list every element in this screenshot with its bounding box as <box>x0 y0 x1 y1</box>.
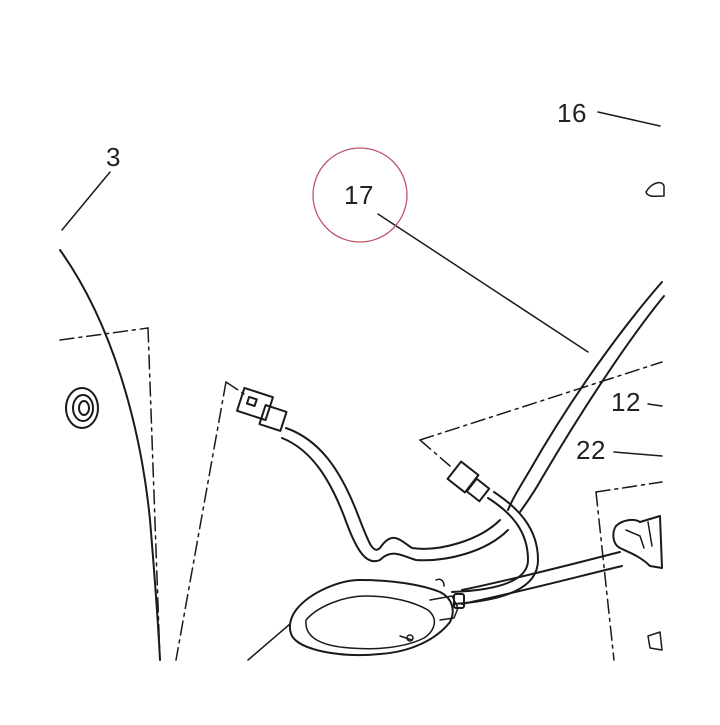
connector-middle <box>446 460 491 503</box>
callout-label-22: 22 <box>576 435 606 465</box>
leader-line-indicator <box>247 623 291 661</box>
fender-panel-outline <box>59 249 161 661</box>
bracket-part-right <box>612 515 663 569</box>
leader-line-12 <box>647 403 663 407</box>
cable-upper-a <box>507 281 663 511</box>
leader-line-16 <box>597 111 661 127</box>
clip-part-bottom-right <box>647 631 663 651</box>
harness-wire-left <box>285 427 501 551</box>
guide-line-left-vertical <box>147 327 161 661</box>
leader-line-17 <box>377 213 589 353</box>
callout-label-3: 3 <box>106 142 121 172</box>
wire-middle-down-a <box>451 497 529 593</box>
callout-label-12: 12 <box>611 387 641 417</box>
part-16-fragment <box>645 181 665 198</box>
callout-label-17: 17 <box>344 180 374 210</box>
turn-indicator <box>288 578 465 657</box>
guide-line-right-box-side <box>595 491 615 661</box>
guide-line-left-horizontal <box>59 327 149 341</box>
cable-upper-b <box>519 295 665 513</box>
guide-line-diagonal <box>419 361 663 441</box>
harness-wire-left-inner <box>281 437 509 563</box>
wire-middle-down-b <box>453 491 539 605</box>
leader-line-3 <box>61 171 111 231</box>
guide-line-diagonal-short <box>419 439 451 467</box>
connector-left <box>236 386 288 432</box>
indicator-wire-a <box>461 551 621 591</box>
leader-line-22 <box>613 451 663 457</box>
guide-line-right-box-top <box>595 481 663 493</box>
guide-line-vertical-left <box>175 381 227 661</box>
indicator-wire-b <box>461 565 623 605</box>
guide-line-connector-left <box>225 381 245 395</box>
highlight-circle-17 <box>312 147 408 243</box>
grommet-icon <box>65 387 99 429</box>
callout-label-16: 16 <box>557 98 587 128</box>
